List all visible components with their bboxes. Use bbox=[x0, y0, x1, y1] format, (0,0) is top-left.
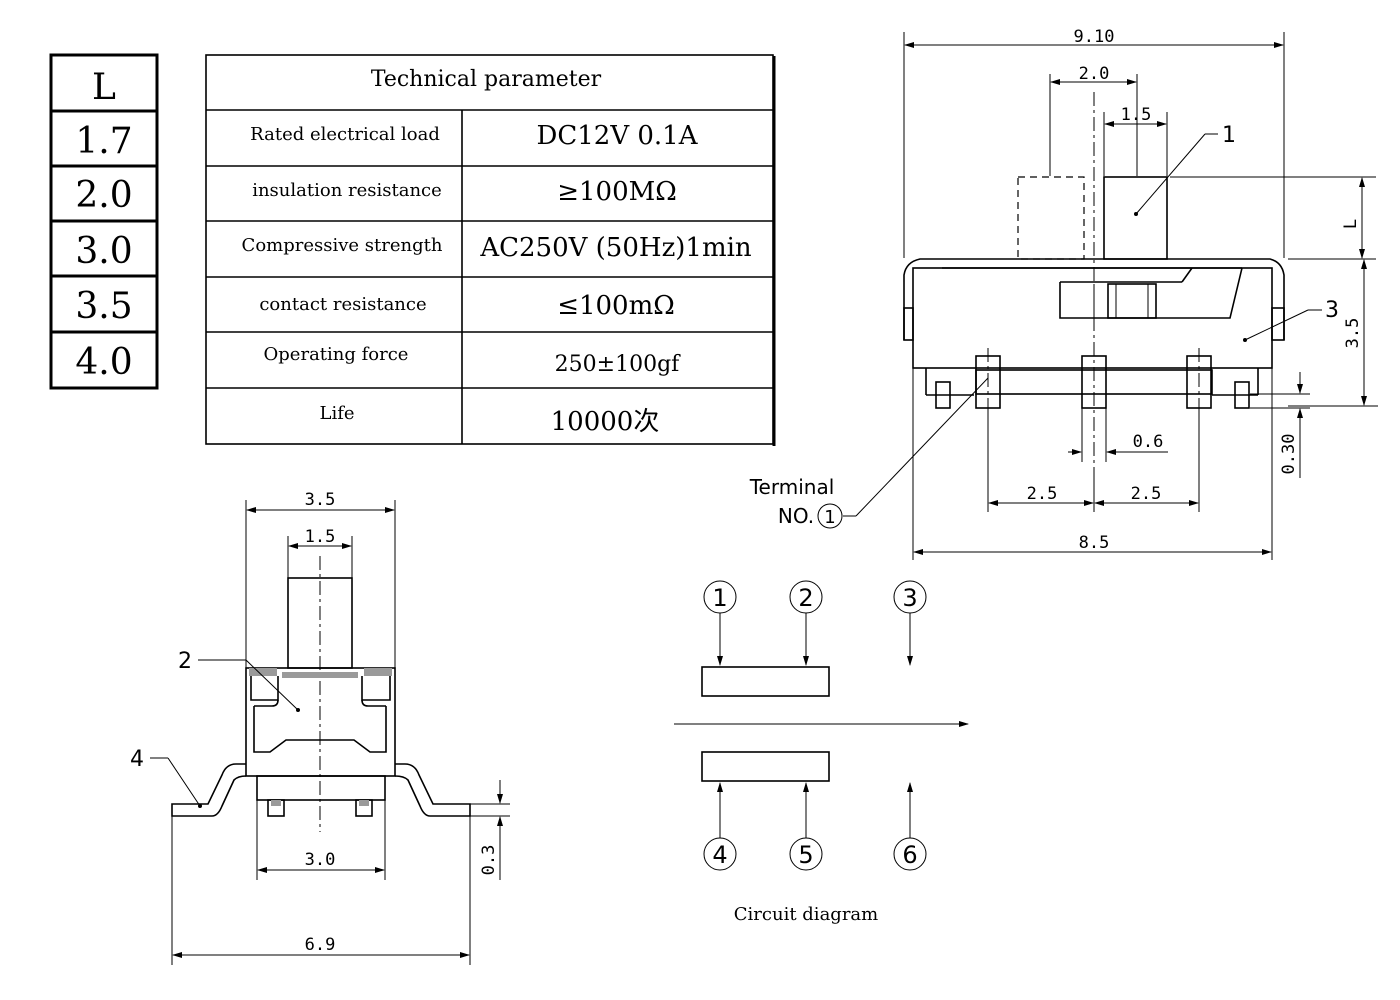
callout-housing: 3 bbox=[1325, 298, 1339, 323]
dim-knob-height: L bbox=[1341, 219, 1361, 229]
dim-pitch-left: 2.5 bbox=[1027, 484, 1058, 504]
dim-base-width: 8.5 bbox=[1079, 533, 1110, 553]
param-value: ≤100mΩ bbox=[557, 291, 675, 321]
side-view: 3.5 1.5 2 4 bbox=[130, 490, 510, 965]
terminal-label-no: NO. bbox=[778, 504, 814, 528]
dim-terminal-width: 0.6 bbox=[1133, 432, 1164, 452]
circuit-diagram: 1 2 3 4 5 6 Circuit diagram bbox=[674, 580, 969, 925]
circuit-caption: Circuit diagram bbox=[734, 904, 878, 925]
table-title: Technical parameter bbox=[371, 67, 602, 92]
dim-overall-width: 9.10 bbox=[1074, 27, 1115, 47]
dim-pitch-right: 2.5 bbox=[1131, 484, 1162, 504]
param-value: ≥100MΩ bbox=[557, 177, 677, 207]
param-value: 250±100gf bbox=[555, 352, 681, 377]
dim-side-overall-width: 6.9 bbox=[305, 935, 336, 955]
param-name: insulation resistance bbox=[252, 180, 442, 201]
dim-body-height: 3.5 bbox=[1343, 318, 1363, 349]
circuit-terminal: 5 bbox=[798, 841, 813, 869]
technical-parameter-table: Technical parameter Rated electrical loa… bbox=[205, 54, 776, 446]
terminal-number: 1 bbox=[824, 507, 835, 528]
l-value: 3.0 bbox=[75, 231, 132, 272]
circuit-terminal: 1 bbox=[712, 584, 727, 612]
front-view: 9.10 2.0 1.5 1 L bbox=[749, 27, 1378, 560]
l-value: 2.0 bbox=[75, 175, 132, 216]
dim-slot-width: 2.0 bbox=[1079, 64, 1110, 84]
dim-side-base-width: 3.0 bbox=[305, 850, 336, 870]
dim-side-knob-width: 1.5 bbox=[305, 527, 336, 547]
param-value: DC12V 0.1A bbox=[537, 121, 699, 151]
l-table: L 1.7 2.0 3.0 3.5 4.0 bbox=[49, 53, 159, 390]
param-name: Rated electrical load bbox=[250, 124, 440, 145]
param-value: 10000次 bbox=[551, 407, 660, 437]
param-name: Operating force bbox=[264, 344, 409, 365]
circuit-terminal: 4 bbox=[712, 841, 727, 869]
circuit-terminal: 3 bbox=[902, 584, 917, 612]
l-value: 4.0 bbox=[75, 342, 132, 383]
terminal-label: Terminal bbox=[749, 475, 835, 499]
callout-slider: 2 bbox=[178, 649, 192, 674]
callout-knob: 1 bbox=[1222, 123, 1236, 148]
l-value: 3.5 bbox=[75, 286, 132, 327]
circuit-terminal: 2 bbox=[798, 584, 813, 612]
param-name: Life bbox=[319, 403, 354, 424]
dim-side-body-width: 3.5 bbox=[305, 490, 336, 510]
l-value: 1.7 bbox=[75, 121, 132, 162]
l-table-header: L bbox=[92, 67, 116, 108]
callout-lead: 4 bbox=[130, 747, 144, 772]
param-name: contact resistance bbox=[259, 294, 426, 315]
dim-knob-width: 1.5 bbox=[1121, 105, 1152, 125]
dim-terminal-thickness: 0.30 bbox=[1279, 434, 1299, 475]
param-value: AC250V (50Hz)1min bbox=[479, 233, 752, 263]
dim-lead-thickness: 0.3 bbox=[479, 845, 499, 876]
param-name: Compressive strength bbox=[242, 235, 443, 256]
circuit-terminal: 6 bbox=[902, 841, 917, 869]
